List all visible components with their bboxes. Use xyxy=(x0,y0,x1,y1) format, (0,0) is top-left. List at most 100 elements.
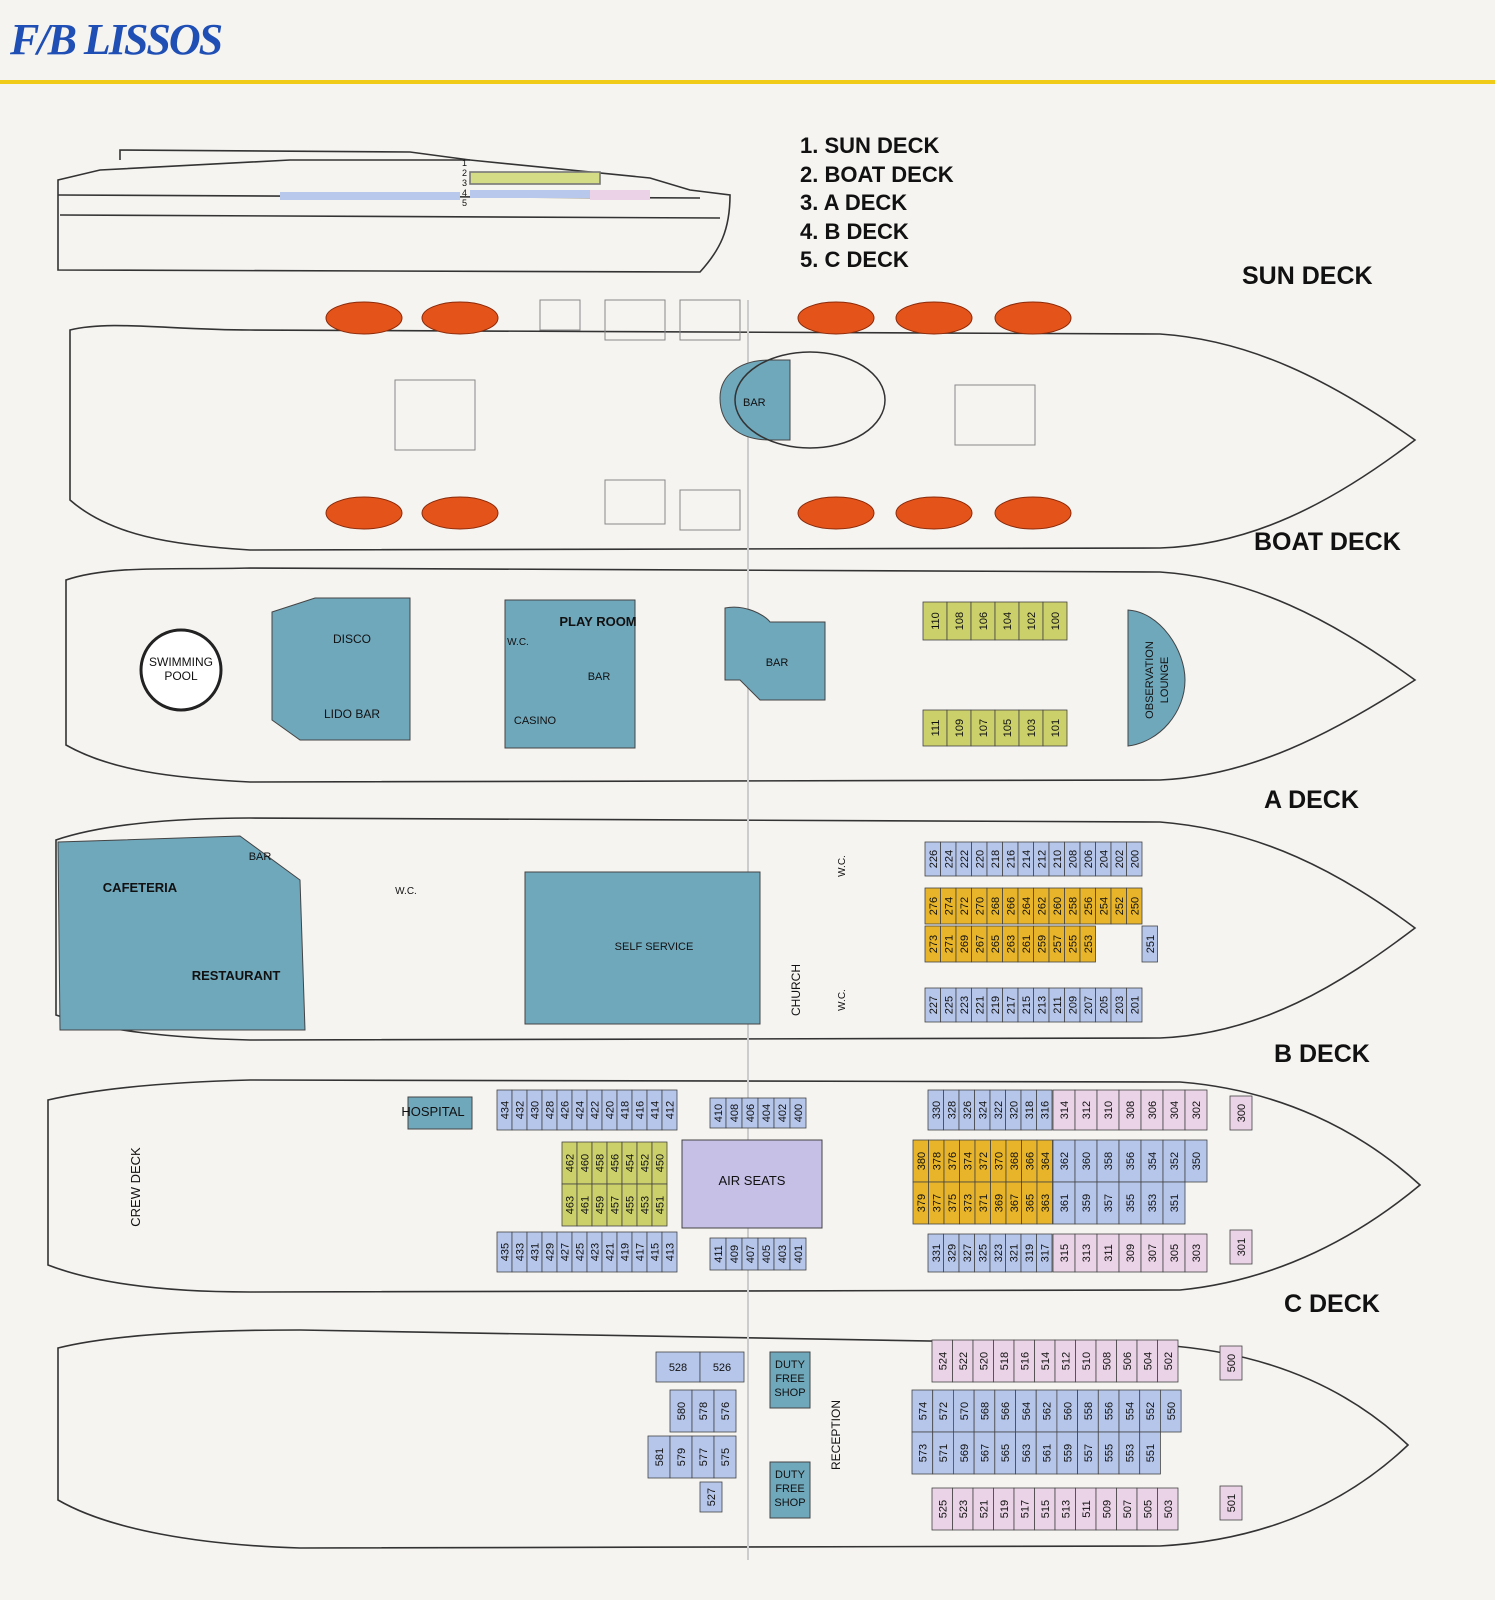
svg-text:460: 460 xyxy=(580,1154,592,1172)
svg-text:524: 524 xyxy=(937,1352,949,1370)
sun-deck-hull xyxy=(69,324,1417,551)
duty-free-1-line-1: DUTY xyxy=(775,1359,806,1371)
cabin-203: 203 xyxy=(1110,987,1127,1023)
svg-text:307: 307 xyxy=(1147,1244,1159,1262)
svg-text:506: 506 xyxy=(1122,1352,1134,1370)
svg-text:523: 523 xyxy=(958,1500,970,1518)
church-label: CHURCH xyxy=(789,964,803,1016)
cabin-224: 224 xyxy=(940,841,957,877)
svg-text:456: 456 xyxy=(610,1154,622,1172)
cabin-405: 405 xyxy=(757,1237,775,1271)
cabin-519: 519 xyxy=(993,1487,1015,1531)
cabin-313: 313 xyxy=(1074,1233,1098,1273)
svg-text:433: 433 xyxy=(515,1243,527,1261)
lifeboat-5 xyxy=(994,301,1072,335)
svg-text:362: 362 xyxy=(1059,1152,1071,1170)
cabin-573: 573 xyxy=(911,1431,934,1475)
svg-text:581: 581 xyxy=(654,1448,666,1466)
svg-text:272: 272 xyxy=(959,897,971,915)
svg-text:375: 375 xyxy=(947,1194,959,1212)
cabin-312: 312 xyxy=(1074,1089,1098,1131)
cabin-456: 456 xyxy=(606,1141,623,1185)
cabin-458: 458 xyxy=(591,1141,608,1185)
cabin-270: 270 xyxy=(971,887,988,925)
svg-text:213: 213 xyxy=(1036,996,1048,1014)
svg-text:311: 311 xyxy=(1103,1244,1115,1262)
cabin-463: 463 xyxy=(561,1183,578,1227)
svg-text:222: 222 xyxy=(959,850,971,868)
cabin-516: 516 xyxy=(1013,1339,1035,1383)
svg-text:414: 414 xyxy=(650,1101,662,1119)
svg-text:451: 451 xyxy=(655,1196,667,1214)
cabin-100: 100 xyxy=(1042,601,1068,641)
svg-text:201: 201 xyxy=(1129,996,1141,1014)
svg-text:107: 107 xyxy=(978,719,990,737)
svg-text:504: 504 xyxy=(1142,1352,1154,1370)
svg-text:379: 379 xyxy=(916,1194,928,1212)
duty-free-shop-1-area xyxy=(769,1351,811,1409)
svg-text:410: 410 xyxy=(713,1104,725,1122)
cabin-111: 111 xyxy=(922,709,948,747)
cabin-457: 457 xyxy=(606,1183,623,1227)
observation-label-1: OBSERVATION xyxy=(1144,641,1156,719)
cabin-504: 504 xyxy=(1136,1339,1158,1383)
cabin-418: 418 xyxy=(616,1089,633,1131)
cabin-311: 311 xyxy=(1096,1233,1120,1273)
cabin-226: 226 xyxy=(924,841,941,877)
svg-text:422: 422 xyxy=(590,1101,602,1119)
svg-text:557: 557 xyxy=(1083,1444,1095,1462)
svg-text:324: 324 xyxy=(977,1101,989,1119)
svg-text:405: 405 xyxy=(761,1245,773,1263)
cabin-520: 520 xyxy=(972,1339,994,1383)
svg-text:310: 310 xyxy=(1103,1101,1115,1119)
svg-text:328: 328 xyxy=(946,1101,958,1119)
svg-text:401: 401 xyxy=(793,1245,805,1263)
cabin-101: 101 xyxy=(1042,709,1068,747)
svg-text:215: 215 xyxy=(1021,996,1033,1014)
legend-item-a: 3. A DECK xyxy=(800,190,908,215)
lifeboat-6 xyxy=(325,496,403,530)
svg-text:513: 513 xyxy=(1060,1500,1072,1518)
reception-label: RECEPTION xyxy=(829,1400,843,1470)
cabin-205: 205 xyxy=(1095,987,1112,1023)
cabin-568: 568 xyxy=(973,1389,996,1433)
cabin-506: 506 xyxy=(1116,1339,1138,1383)
disco-lido-area xyxy=(271,597,411,741)
cabin-274: 274 xyxy=(940,887,957,925)
svg-text:304: 304 xyxy=(1169,1101,1181,1119)
cabin-211: 211 xyxy=(1048,987,1065,1023)
lifeboat-8 xyxy=(797,496,875,530)
cabin-578: 578 xyxy=(691,1389,715,1433)
svg-text:202: 202 xyxy=(1114,850,1126,868)
cabin-251: 251 xyxy=(1141,925,1158,963)
cabin-376: 376 xyxy=(943,1139,960,1183)
deck-legend: 1. SUN DECK 2. BOAT DECK 3. A DECK 4. B … xyxy=(800,132,954,275)
cabin-511: 511 xyxy=(1075,1487,1097,1531)
cabin-106: 106 xyxy=(970,601,996,641)
heading-b-deck: B DECK xyxy=(1274,1040,1370,1068)
svg-text:423: 423 xyxy=(590,1243,602,1261)
svg-text:271: 271 xyxy=(943,935,955,953)
cabin-306: 306 xyxy=(1140,1089,1164,1131)
cabin-512: 512 xyxy=(1054,1339,1076,1383)
sun-deck-bar-label: BAR xyxy=(743,397,766,409)
svg-text:573: 573 xyxy=(917,1444,929,1462)
svg-text:261: 261 xyxy=(1021,935,1033,953)
svg-text:353: 353 xyxy=(1147,1194,1159,1212)
cabin-218: 218 xyxy=(986,841,1003,877)
lifeboat-10 xyxy=(994,496,1072,530)
svg-text:269: 269 xyxy=(959,935,971,953)
svg-text:458: 458 xyxy=(595,1154,607,1172)
cabin-256: 256 xyxy=(1079,887,1096,925)
svg-text:111: 111 xyxy=(930,720,942,737)
svg-text:426: 426 xyxy=(560,1101,572,1119)
lifeboat-4 xyxy=(895,301,973,335)
cabin-364: 364 xyxy=(1036,1139,1053,1183)
svg-text:270: 270 xyxy=(974,897,986,915)
svg-text:106: 106 xyxy=(978,612,990,630)
svg-text:214: 214 xyxy=(1021,850,1033,868)
svg-text:574: 574 xyxy=(917,1402,929,1420)
svg-text:312: 312 xyxy=(1081,1101,1093,1119)
svg-text:575: 575 xyxy=(720,1448,732,1466)
